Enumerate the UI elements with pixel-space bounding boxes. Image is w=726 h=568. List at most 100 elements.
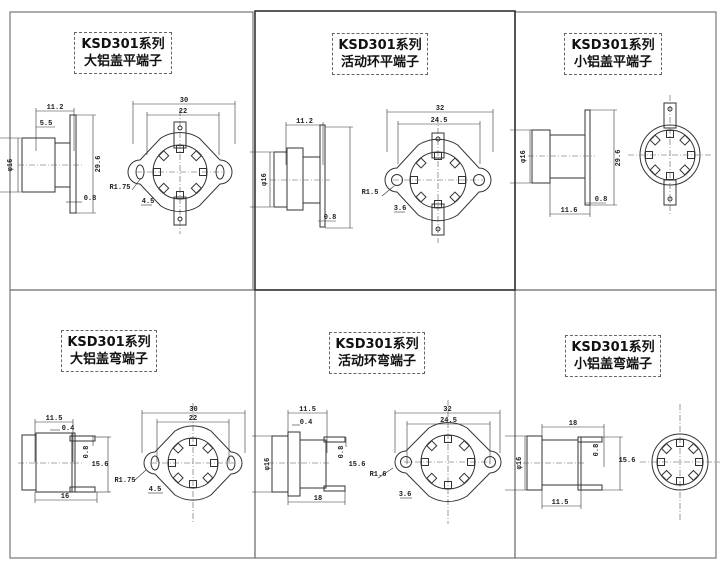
vent-notch [415, 157, 427, 169]
dimension-label: 30 [189, 406, 197, 414]
dimension-label: 0.8 [84, 195, 97, 203]
bent-terminal [69, 435, 96, 442]
vent-notch [458, 440, 470, 452]
housing [35, 432, 73, 493]
dimension-label: 30 [180, 97, 188, 105]
series-title: KSD301系列 [338, 38, 422, 53]
dimension-label: 32 [436, 105, 444, 113]
vent-notch [202, 472, 214, 484]
mounting-flange [127, 132, 233, 212]
dimension-label: 11.5 [46, 415, 63, 423]
dimension-label: 3.6 [399, 491, 412, 499]
dimension-label: φ16 [264, 458, 272, 471]
title-box: KSD301系列大铝盖弯端子 [61, 330, 157, 372]
housing [549, 134, 586, 179]
dimension-label: 0.8 [83, 446, 91, 459]
terminal-plate [69, 114, 77, 214]
series-title: KSD301系列 [571, 340, 655, 355]
vent-notch [660, 469, 673, 482]
dimension-label: 18 [314, 495, 322, 503]
ring [287, 431, 301, 497]
dimension-label: 4.5 [149, 486, 162, 494]
mounting-hole [226, 455, 236, 471]
dimension-line [377, 467, 394, 479]
mounting-flange [384, 138, 492, 222]
bent-terminal [69, 486, 96, 493]
dimension-label: 0.8 [338, 446, 346, 459]
mounting-hole [400, 456, 412, 468]
mounting-flange [143, 425, 243, 501]
terminal-plate [71, 432, 76, 493]
dimension-label: φ16 [261, 173, 269, 186]
model-name: 活动环平端子 [340, 55, 419, 70]
vent-notch [649, 134, 661, 146]
title-box: KSD301系列小铝盖弯端子 [565, 335, 661, 377]
cap [271, 435, 289, 493]
housing [541, 439, 579, 486]
dimension-label: 0.4 [300, 419, 313, 427]
dimension-label: φ16 [516, 457, 524, 470]
dimension-label: 5.5 [40, 120, 53, 128]
model-name: 小铝盖弯端子 [573, 357, 652, 372]
dimension-label: 29.6 [95, 156, 103, 173]
title-box: KSD301系列活动环平端子 [332, 33, 428, 75]
vent-notch [649, 164, 661, 176]
dimension-label: R1.5 [362, 189, 379, 197]
terminal-plate [584, 109, 591, 206]
vent-notch [426, 472, 438, 484]
cap [273, 151, 288, 208]
vent-notch [449, 191, 461, 203]
vent-notch [415, 191, 427, 203]
dimension-label: 22 [179, 108, 187, 116]
vent-notch [679, 134, 691, 146]
vent-notch [426, 440, 438, 452]
dimension-label: φ16 [7, 159, 15, 172]
terminal-plate [319, 124, 326, 228]
dimension-label: 11.2 [296, 118, 313, 126]
vent-notch [687, 469, 700, 482]
model-name: 大铝盖平端子 [83, 54, 162, 69]
dimension-label: 24.5 [431, 117, 448, 125]
panel-border [254, 10, 516, 291]
bent-terminal [323, 436, 346, 443]
bent-terminal [577, 436, 603, 443]
dimension-label: 11.2 [47, 104, 64, 112]
bent-terminal [577, 484, 603, 491]
title-box: KSD301系列小铝盖平端子 [564, 33, 662, 75]
model-name: 大铝盖弯端子 [69, 352, 148, 367]
dimension-label: φ16 [520, 150, 528, 163]
dimension-label: 0.8 [593, 444, 601, 457]
vent-notch [679, 164, 691, 176]
dimension-line [131, 177, 142, 191]
cap [531, 129, 551, 184]
dimension-label: R1.75 [109, 184, 130, 192]
mounting-flange [394, 422, 502, 502]
dimension-label: R1.6 [370, 471, 387, 479]
series-title: KSD301系列 [67, 335, 151, 350]
ring [286, 147, 304, 211]
vent-notch [449, 157, 461, 169]
dimension-label: 0.8 [595, 196, 608, 204]
dimension-label: R1.75 [114, 477, 135, 485]
dimension-label: 22 [189, 415, 197, 423]
model-name: 小铝盖平端子 [573, 55, 652, 70]
vent-notch [660, 442, 673, 455]
vent-notch [458, 176, 466, 184]
vent-notch [158, 182, 170, 194]
dimension-label: 0.8 [324, 214, 337, 222]
vent-notch [458, 472, 470, 484]
dimension-label: 24.5 [440, 417, 457, 425]
dimension-label: 32 [443, 406, 451, 414]
dimension-line [381, 185, 395, 197]
series-title: KSD301系列 [335, 337, 419, 352]
vent-notch [172, 472, 184, 484]
dimension-label: 3.6 [394, 205, 407, 213]
dimension-label: 11.6 [561, 207, 578, 215]
dimension-label: 15.6 [92, 461, 109, 469]
dimension-label: 16 [61, 493, 69, 501]
